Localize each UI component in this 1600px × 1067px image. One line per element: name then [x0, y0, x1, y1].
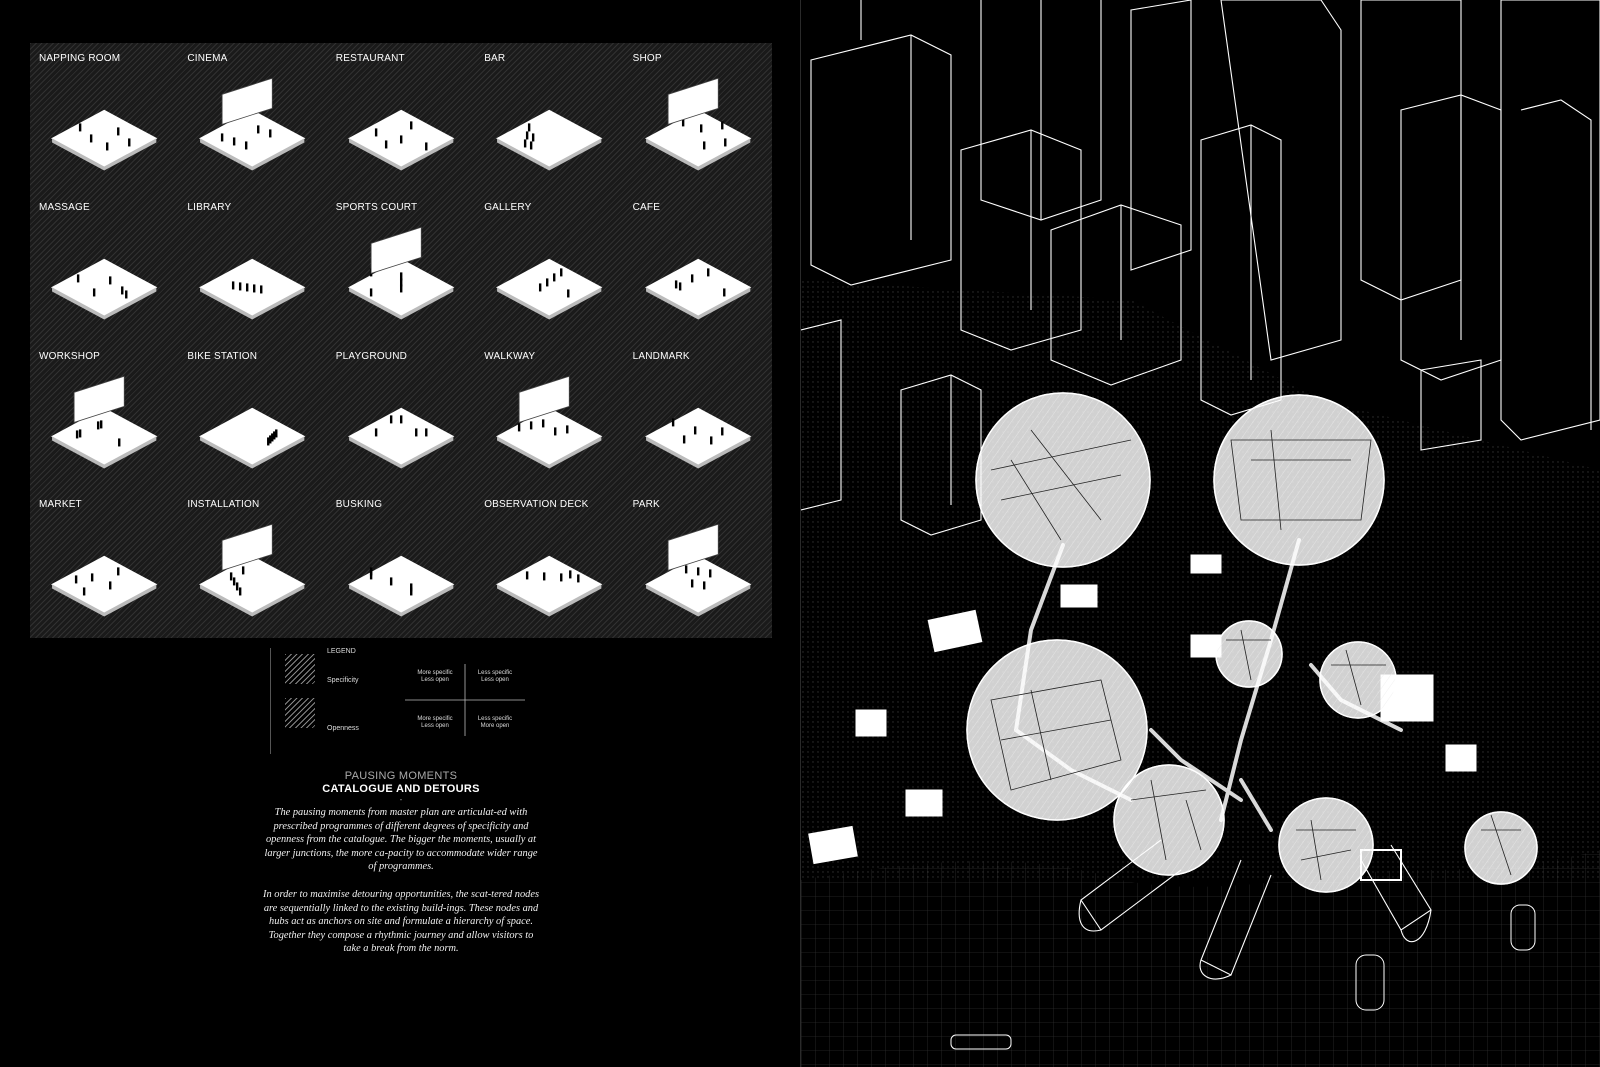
catalogue-cell-playground: PLAYGROUND [327, 341, 475, 490]
sports-court-icon [347, 226, 455, 320]
library-icon [199, 258, 306, 320]
catalogue-cell-bar: BAR [475, 43, 623, 192]
catalogue-cell-napping-room: NAPPING ROOM [30, 43, 178, 192]
catalogue-cell-label: LANDMARK [632, 350, 690, 362]
catalogue-cell-busking: BUSKING [327, 489, 475, 638]
catalogue-cell-label: INSTALLATION [187, 499, 260, 511]
playground-icon [347, 407, 455, 469]
catalogue-cell-label: MASSAGE [39, 201, 90, 213]
catalogue-cell-label: OBSERVATION DECK [484, 499, 589, 511]
programme-catalogue: NAPPING ROOM CINEMA RESTAURANT BAR SHOP MASSA… [30, 43, 772, 638]
catalogue-cell-landmark: LANDMARK [624, 341, 772, 490]
matrix-axes [405, 664, 525, 736]
catalogue-cell-observation-deck: OBSERVATION DECK [475, 489, 623, 638]
market-icon [51, 556, 158, 617]
catalogue-cell-library: LIBRARY [178, 192, 326, 341]
specificity-openness-matrix: More specific Less open Less specific Le… [405, 664, 525, 736]
catalogue-cell-label: WORKSHOP [39, 350, 101, 362]
bar-icon [496, 109, 603, 171]
catalogue-cell-label: PARK [632, 499, 660, 511]
ships [950, 904, 1536, 1050]
observation-deck-icon [496, 556, 603, 617]
bike-station-icon [199, 407, 306, 469]
catalogue-cell-label: PLAYGROUND [335, 350, 408, 362]
catalogue-cell-label: CINEMA [187, 53, 228, 64]
legend: LEGEND Specificity Openness [270, 648, 561, 754]
catalogue-cell-bike-station: BIKE STATION [178, 341, 326, 490]
skyline-towers [801, 0, 1600, 536]
catalogue-cell-cafe: CAFE [624, 192, 772, 341]
catalogue-cell-label: GALLERY [484, 201, 532, 213]
matrix-bottom-right: Less specific More open [477, 716, 513, 729]
catalogue-cell-massage: MASSAGE [30, 192, 178, 341]
catalogue-cell-label: SPORTS COURT [335, 201, 418, 213]
catalogue-cell-restaurant: RESTAURANT [327, 43, 475, 192]
spread-divider [800, 0, 801, 1067]
shop-icon [644, 77, 751, 171]
catalogue-cell-park: PARK [624, 489, 772, 638]
catalogue-cell-gallery: GALLERY [475, 192, 623, 341]
paragraph-detours: In order to maximise detouring opportuni… [263, 888, 539, 955]
axonometric-site-drawing [801, 0, 1600, 1067]
restaurant-icon [347, 109, 455, 171]
section-heading: CATALOGUE AND DETOURS [322, 783, 480, 795]
circle-interior-details [990, 429, 1521, 881]
specificity-swatch [285, 654, 315, 684]
catalogue-cell-sports-court: SPORTS COURT [327, 192, 475, 341]
cafe-icon [644, 258, 751, 320]
catalogue-cell-label: BIKE STATION [187, 350, 258, 362]
matrix-top-left: More specific Less open [417, 670, 453, 683]
catalogue-cell-shop: SHOP [624, 43, 772, 192]
matrix-bottom-left: More specific Less open [417, 716, 453, 729]
catalogue-cell-label: CAFE [632, 201, 661, 213]
busking-icon [347, 556, 455, 617]
catalogue-cell-label: RESTAURANT [335, 53, 405, 64]
matrix-top-right: Less specific Less open [477, 670, 513, 683]
cinema-icon [199, 77, 306, 171]
catalogue-cell-label: NAPPING ROOM [39, 53, 121, 64]
park-icon [644, 523, 751, 617]
catalogue-cell-workshop: WORKSHOP [30, 341, 178, 490]
installation-icon [199, 523, 306, 617]
catalogue-cell-label: BUSKING [335, 499, 383, 511]
catalogue-cell-label: SHOP [632, 53, 662, 64]
legend-specificity-label: Specificity [327, 677, 359, 684]
massage-icon [51, 258, 158, 320]
description-block: PAUSING MOMENTS CATALOGUE AND DETOURS - … [263, 770, 539, 970]
catalogue-cell-label: LIBRARY [187, 201, 232, 213]
landmark-icon [644, 407, 751, 469]
catalogue-cell-label: MARKET [39, 499, 82, 511]
gallery-icon [496, 258, 603, 320]
legend-title: LEGEND [327, 648, 356, 655]
paragraph-catalogue: The pausing moments from master plan are… [264, 807, 538, 873]
heading-dash: - [399, 795, 403, 804]
catalogue-cell-cinema: CINEMA [178, 43, 326, 192]
openness-swatch [285, 698, 315, 728]
piers [1078, 839, 1432, 980]
catalogue-cell-walkway: WALKWAY [475, 341, 623, 490]
catalogue-cell-market: MARKET [30, 489, 178, 638]
section-kicker: PAUSING MOMENTS [344, 770, 458, 782]
workshop-icon [51, 375, 158, 469]
catalogue-cell-label: BAR [484, 53, 506, 64]
walkway-icon [496, 375, 603, 469]
catalogue-cell-installation: INSTALLATION [178, 489, 326, 638]
harbour-water [801, 850, 1600, 1067]
napping-room-icon [51, 109, 158, 171]
legend-openness-label: Openness [327, 725, 359, 732]
catalogue-cell-label: WALKWAY [484, 350, 536, 362]
